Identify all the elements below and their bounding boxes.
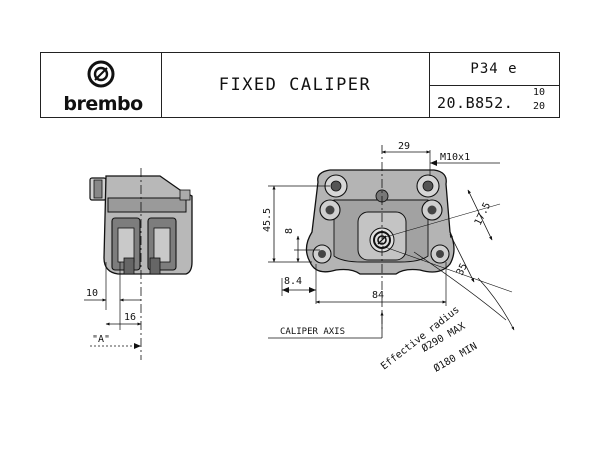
dim-17-5-label: 17.5: [473, 201, 493, 227]
dim-line-35: [449, 233, 475, 283]
dim-29-label: 29: [398, 141, 410, 152]
dim-arrow-icon: [282, 287, 289, 293]
dim-35-label: 35: [455, 262, 470, 278]
part-code: 20.B852. 10 20: [429, 85, 559, 117]
part-code-variant-bottom: 20: [533, 101, 546, 112]
thread-arrow-icon: [430, 160, 437, 166]
radius-arc: [413, 251, 507, 321]
front-view-caliper: [305, 169, 455, 275]
brand-logo-cell: brembo: [41, 53, 162, 117]
dim-10-label: 10: [86, 288, 98, 299]
radius-arc: [477, 277, 515, 331]
part-code-main: 20.B852.: [437, 94, 514, 112]
brembo-logo-icon: [87, 60, 115, 88]
brand-wordmark: brembo: [63, 93, 143, 115]
code-cell: P34 e 20.B852. 10 20: [429, 53, 559, 117]
dim-arrow-icon: [309, 287, 316, 293]
ref-a-arrow-icon: [134, 343, 141, 349]
part-code-variant-top: 10: [533, 87, 546, 98]
thread-label: M10x1: [440, 152, 470, 163]
ref-a-label: "A": [92, 334, 110, 345]
dim-line-17-5: [467, 189, 493, 241]
dim-84-label: 84: [372, 290, 384, 301]
dim-8-label: 8: [284, 228, 295, 234]
model-number: P34 e: [429, 53, 559, 86]
side-view-caliper: [89, 175, 193, 275]
title-block: brembo FIXED CALIPER P34 e 20.B852. 10 2…: [40, 52, 560, 118]
drawing-title: FIXED CALIPER: [218, 75, 372, 95]
dim-16-label: 16: [124, 312, 136, 323]
dim-45-5-label: 45.5: [262, 208, 273, 232]
caliper-axis-label: CALIPER AXIS: [280, 327, 345, 337]
dim-8-4-label: 8.4: [284, 276, 302, 287]
radius-ref-line: [381, 245, 513, 293]
